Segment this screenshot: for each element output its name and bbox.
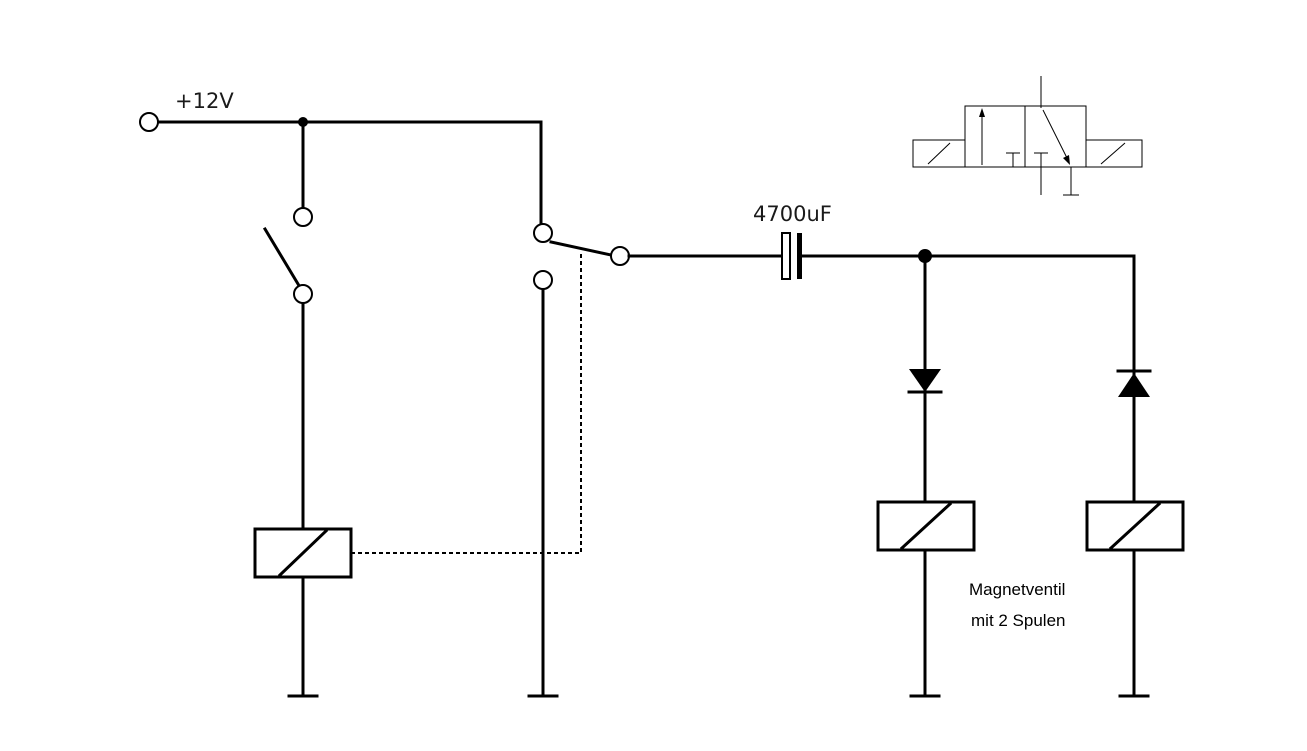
valve-label-line-1: Magnetventil	[969, 580, 1065, 599]
diode-2	[1116, 369, 1152, 397]
valve-coil-1	[876, 500, 976, 698]
capacitor-label: 4700uF	[753, 202, 832, 226]
diode-1	[907, 369, 943, 394]
solenoid-valve-symbol	[912, 76, 1143, 196]
relay-linkage	[351, 253, 582, 554]
valve-label-line-2: mit 2 Spulen	[971, 611, 1066, 630]
relay-coil	[253, 527, 353, 698]
relay-changeover-contact	[533, 120, 630, 698]
supply-label: +12V	[175, 89, 234, 113]
push-button-switch	[262, 120, 313, 531]
electrolytic-capacitor	[781, 232, 802, 280]
supply-terminal	[139, 112, 543, 132]
valve-coil-2	[1085, 500, 1185, 698]
